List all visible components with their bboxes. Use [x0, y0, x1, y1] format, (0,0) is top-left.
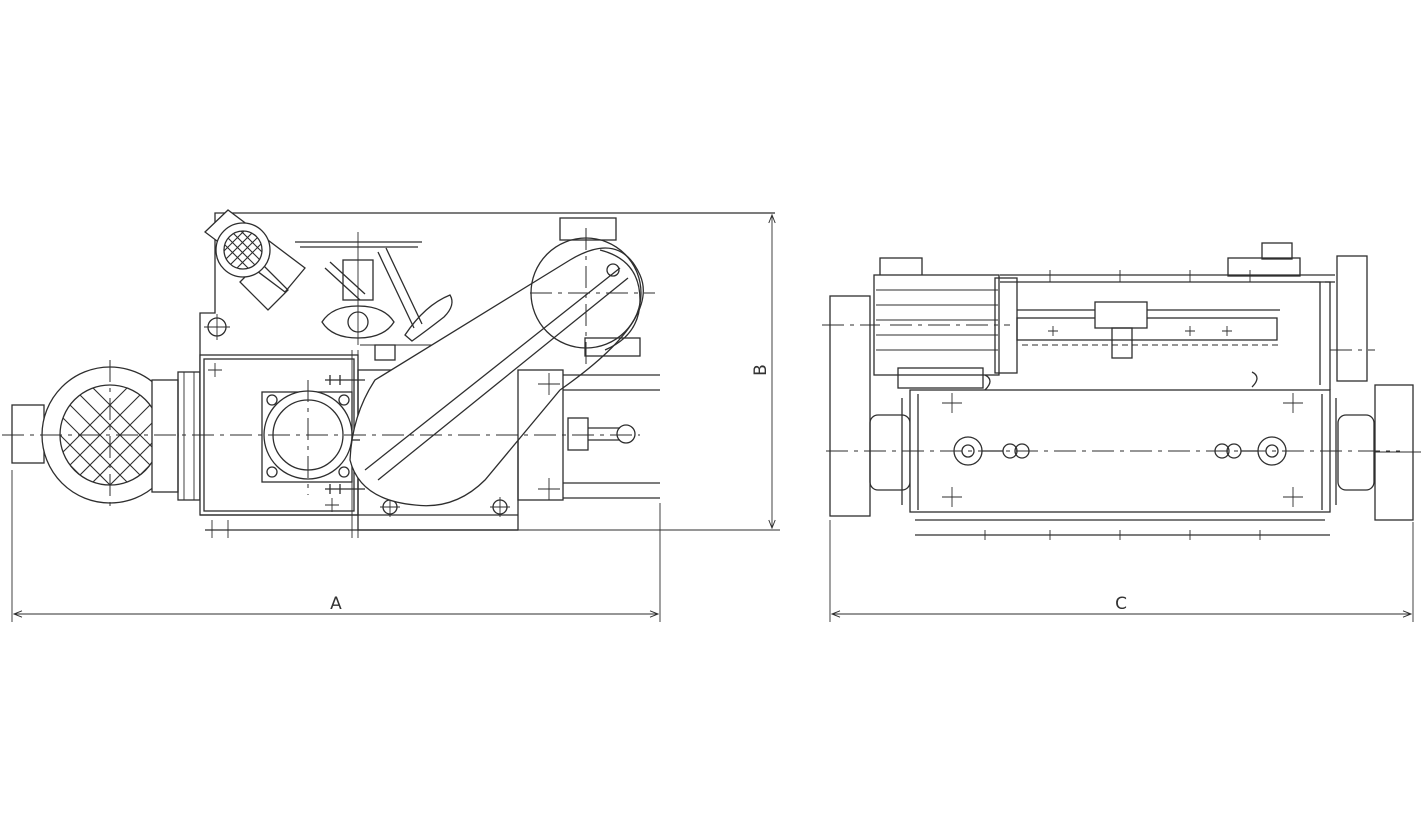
- hoist-motor: [873, 257, 1018, 389]
- dimension-c: C: [829, 520, 1414, 622]
- dimension-a: A: [11, 470, 661, 622]
- dimension-b: B: [518, 215, 780, 531]
- wheel-right: [1330, 255, 1421, 521]
- trolley-frame: [1000, 242, 1335, 390]
- dimension-a-label: A: [330, 594, 342, 614]
- side-view: A B: [2, 209, 780, 622]
- top-gear-motor: [203, 209, 306, 311]
- dimension-b-label: B: [751, 364, 771, 376]
- brake-lever-assembly: [295, 232, 453, 361]
- front-view: C: [822, 242, 1421, 622]
- rope-drum: [826, 371, 1400, 540]
- drum-end: [530, 217, 655, 365]
- dimension-c-label: C: [1115, 594, 1127, 614]
